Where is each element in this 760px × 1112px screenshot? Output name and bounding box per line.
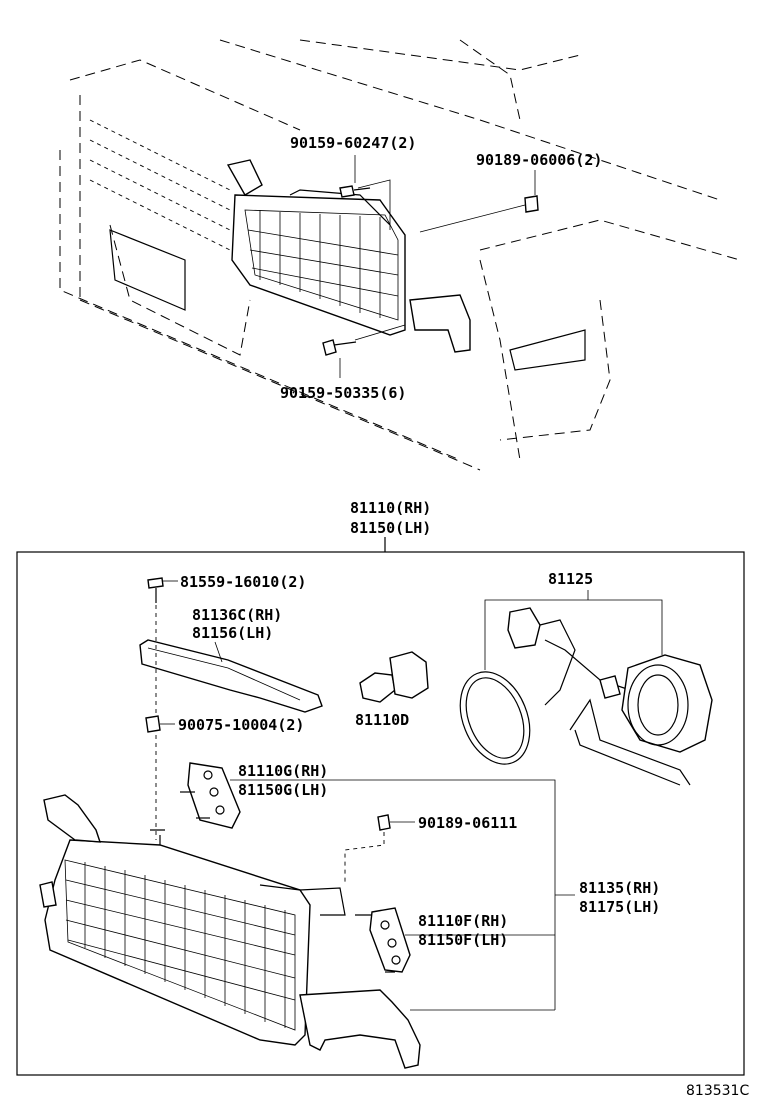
adjuster-g-label-rh: 81110G(RH) [238, 762, 328, 780]
bolt-upper-label: 90159-60247(2) [290, 134, 416, 152]
assembly-label-lh: 81150(LH) [350, 519, 431, 537]
lower-bolt-icon [322, 339, 357, 356]
headlamp-installed [226, 159, 471, 353]
upper-bolt-icon [339, 185, 371, 198]
screw-icon [147, 577, 164, 603]
small-nut-label: 90189-06111 [418, 814, 517, 832]
nut-icon [524, 195, 539, 213]
clip-label: 90075-10004(2) [178, 716, 304, 734]
nut-upper-label: 90189-06006(2) [476, 151, 602, 169]
headlamp-housing-part [39, 794, 421, 1069]
housing-label-rh: 81135(RH) [579, 879, 660, 897]
adjuster-f-label-lh: 81150F(LH) [418, 931, 508, 949]
catalog-id: 813531C [686, 1083, 749, 1099]
adjuster-f-label-rh: 81110F(RH) [418, 912, 508, 930]
vehicle-front-view [59, 39, 741, 471]
small-nut-icon [377, 814, 391, 831]
o-ring-icon [459, 671, 531, 765]
clip-icon [145, 715, 161, 733]
socket-label: 81125 [548, 570, 593, 588]
bolt-lower-label: 90159-50335(6) [280, 384, 406, 402]
adjuster-f-icon [355, 907, 411, 973]
screw-label: 81559-16010(2) [180, 573, 306, 591]
socket-connector-icon [507, 607, 713, 786]
housing-label-lh: 81175(LH) [579, 898, 660, 916]
bulb-label: 81110D [355, 711, 409, 729]
adjuster-g-label-lh: 81150G(LH) [238, 781, 328, 799]
bracket-label-lh: 81156(LH) [192, 624, 273, 642]
bracket-label-rh: 81136C(RH) [192, 606, 282, 624]
parts-box [16, 551, 745, 1076]
assembly-label-rh: 81110(RH) [350, 499, 431, 517]
bracket-part [139, 639, 323, 713]
bulb-icon [359, 651, 429, 703]
adjuster-g-icon [180, 762, 241, 829]
